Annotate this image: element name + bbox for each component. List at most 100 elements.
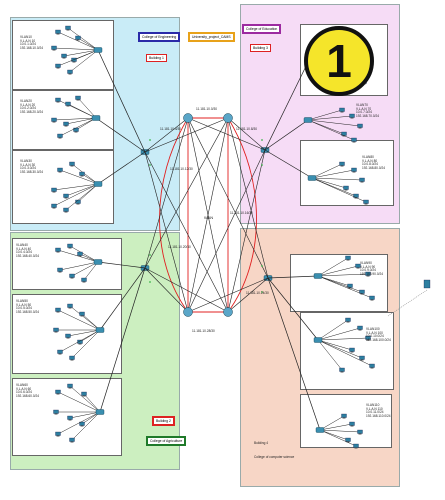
pc-icon	[357, 429, 363, 434]
uplink	[144, 117, 189, 153]
link-status-dot	[261, 164, 263, 166]
uplink	[187, 117, 269, 279]
subnet-label-tl3: VLAN30 V.L.A.N 30 10.0.3.0/24 192.168.30…	[20, 159, 44, 174]
number-badge: 1	[304, 26, 374, 96]
pc-stand-icon	[56, 435, 60, 437]
access-link	[67, 329, 101, 337]
uplink	[144, 151, 189, 313]
pc-stand-icon	[68, 419, 72, 421]
access-link	[53, 183, 99, 207]
pc-icon	[61, 53, 67, 58]
access-link	[71, 261, 99, 277]
access-link	[311, 177, 367, 203]
education-building-tag: Building 3	[250, 44, 271, 52]
access-link	[57, 249, 99, 263]
subnet-box-cs-1	[290, 254, 388, 312]
pc-icon	[51, 117, 57, 122]
link-status-dot	[261, 291, 263, 293]
access-link	[71, 411, 101, 441]
access-link	[53, 47, 99, 51]
uplink	[227, 277, 269, 313]
access-switch-icon	[303, 117, 313, 123]
pc-stand-icon	[70, 277, 74, 279]
access-switch-icon	[93, 47, 103, 53]
wan-link	[159, 117, 189, 313]
subnet-label-bl3: VLAN60 V.L.A.N 60 10.0.6.0/24 192.168.60…	[16, 383, 40, 398]
pc-icon	[65, 333, 71, 338]
access-link	[317, 265, 359, 277]
pc-icon	[357, 325, 363, 330]
cs-college-tag: College of computer science	[254, 455, 295, 459]
trunk-link	[267, 277, 321, 431]
pc-stand-icon	[356, 267, 360, 269]
wan-label: WAN	[204, 215, 214, 220]
subnet-box-cs-3	[300, 394, 392, 448]
subnet-box-agriculture-3	[12, 378, 122, 456]
pc-stand-icon	[56, 311, 60, 313]
pc-stand-icon	[360, 359, 364, 361]
pc-icon	[79, 311, 85, 316]
subnet-box-education-2	[300, 140, 394, 206]
pc-stand-icon	[54, 413, 58, 415]
access-switch-icon	[307, 175, 317, 181]
router-icon	[183, 113, 193, 123]
pc-icon	[369, 363, 375, 368]
pc-icon	[51, 203, 57, 208]
pc-icon	[369, 295, 375, 300]
pc-stand-icon	[354, 197, 358, 199]
access-link	[307, 109, 343, 121]
pc-stand-icon	[346, 321, 350, 323]
trunk-link	[99, 267, 146, 413]
pc-icon	[339, 161, 345, 166]
access-link	[63, 49, 99, 57]
pc-stand-icon	[56, 101, 60, 103]
access-link	[317, 275, 363, 293]
pc-stand-icon	[64, 211, 68, 213]
access-switch-icon	[313, 273, 323, 279]
access-link	[57, 391, 101, 413]
pc-stand-icon	[350, 425, 354, 427]
pc-stand-icon	[80, 425, 84, 427]
pc-icon	[51, 187, 57, 192]
agriculture-building-tag: Building 2	[152, 416, 175, 426]
pc-icon	[55, 63, 61, 68]
pc-icon	[359, 177, 365, 182]
pc-stand-icon	[80, 315, 84, 317]
access-link	[311, 169, 355, 179]
pc-stand-icon	[346, 259, 350, 261]
pc-stand-icon	[58, 271, 62, 273]
link-label-6: 11.181.10.24/30	[246, 291, 269, 295]
access-link	[319, 429, 357, 447]
pc-icon	[339, 367, 345, 372]
access-link	[67, 27, 99, 51]
access-switch-icon	[315, 427, 325, 433]
access-link	[317, 327, 361, 341]
access-switch-icon	[93, 259, 103, 265]
access-link	[317, 339, 343, 371]
pc-icon	[67, 69, 73, 74]
pc-icon	[341, 413, 347, 418]
pc-stand-icon	[360, 181, 364, 183]
pc-stand-icon	[70, 441, 74, 443]
uplink	[187, 149, 266, 313]
pc-stand-icon	[340, 111, 344, 113]
access-switch-icon	[313, 337, 323, 343]
link-label-7: 11.181.10.28/30	[192, 329, 215, 333]
subnet-box-cs-2	[300, 312, 394, 390]
wan-link	[227, 117, 257, 313]
link-label-3: 11.181.10.12/30	[170, 167, 193, 171]
pc-icon	[77, 251, 83, 256]
access-link	[307, 119, 361, 127]
pc-stand-icon	[358, 329, 362, 331]
pc-icon	[55, 431, 61, 436]
trunk-link	[97, 151, 146, 185]
pc-stand-icon	[370, 299, 374, 301]
pc-icon	[57, 349, 63, 354]
access-link	[59, 169, 99, 185]
link-label-4: 11.181.10.16/30	[230, 211, 253, 215]
subnet-box-agriculture-1	[12, 238, 122, 290]
pc-icon	[55, 97, 61, 102]
uplink	[144, 117, 189, 269]
pc-stand-icon	[82, 281, 86, 283]
